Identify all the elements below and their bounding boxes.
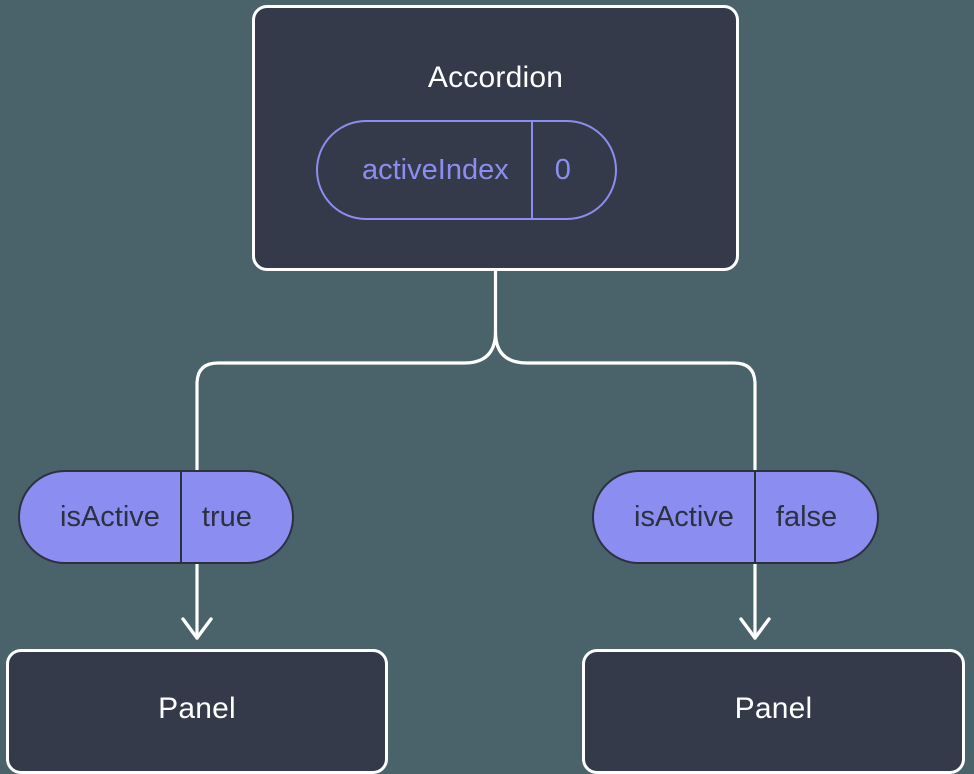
arrow-head-left [181,617,213,640]
panel-node-left[interactable]: Panel [6,649,388,774]
accordion-title: Accordion [427,61,564,94]
accordion-node[interactable]: Accordion activeIndex 0 [252,5,739,271]
prop-badge-isactive-true[interactable]: isActive true [18,470,294,564]
panel-node-right[interactable]: Panel [582,649,965,774]
prop-key-left: isActive [60,500,160,533]
activeindex-state-value: 0 [530,122,615,218]
prop-key-right: isActive [634,500,734,533]
prop-value-right: false [753,472,877,562]
prop-value-left: true [179,472,292,562]
connector-fork-right [493,330,757,472]
prop-badge-isactive-false[interactable]: isActive false [592,470,880,564]
arrow-head-right [739,617,771,640]
panel-title-right: Panel [734,692,813,725]
panel-title-left: Panel [158,692,236,725]
connector-fork-left [195,330,498,472]
activeindex-state-key: activeIndex [362,153,509,186]
activeindex-state-badge[interactable]: activeIndex 0 [316,120,617,220]
